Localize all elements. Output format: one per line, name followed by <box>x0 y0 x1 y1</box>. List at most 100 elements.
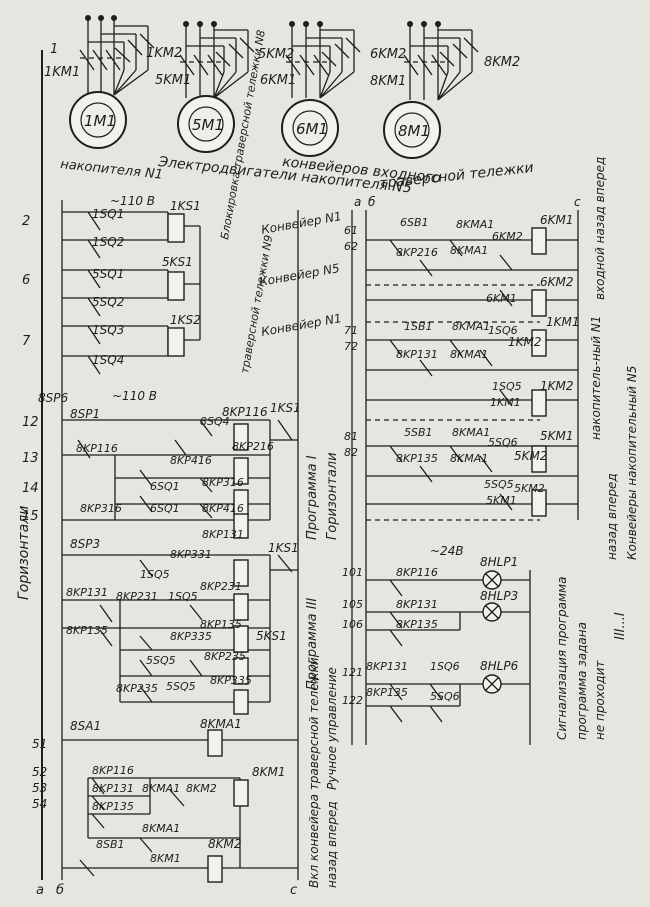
coil-label-8KMA1: 8KMA1 <box>200 717 242 731</box>
row-51: 51 <box>32 737 47 751</box>
label-blokirovka-2: траверсной тележки N9 <box>238 234 275 375</box>
program-3-label: Программа III <box>305 598 320 690</box>
row-13: 13 <box>22 451 39 466</box>
coil-label-5KS1: 5KS1 <box>162 255 193 269</box>
sw-8KMA1-b: 8KMA1 <box>142 822 180 835</box>
row-62: 62 <box>344 240 358 253</box>
coil-5KM2 <box>531 489 547 517</box>
contactor-5KM2: 5KM2 <box>258 47 294 62</box>
row-2: 2 <box>22 214 30 229</box>
motor-group-5: 5M1 5KM2 5KM1 <box>155 21 294 153</box>
contactor-8KM1: 8KM1 <box>370 74 406 89</box>
coil-1KM2 <box>531 389 547 417</box>
sw-1SQ5-b: 1SQ5 <box>168 590 198 603</box>
rbus-c: с <box>574 195 581 209</box>
coil-1KM1 <box>531 329 547 357</box>
rbus-a: а <box>354 195 361 209</box>
coil-6KM1 <box>531 227 547 255</box>
program-1-label: Программа I <box>305 455 320 540</box>
sw-5SQ2: 5SQ2 <box>92 295 124 309</box>
rsw-5KM2: 5KM2 <box>514 449 548 463</box>
row-52: 52 <box>32 765 47 779</box>
contactor-5KM1: 5KM1 <box>155 73 191 88</box>
row-81: 81 <box>344 430 358 443</box>
sw-8KP316-a: 8KP316 <box>202 476 244 489</box>
coil-8KP316 <box>233 457 249 485</box>
sw-8KP135-a: 8KP135 <box>66 624 108 637</box>
rcoil-6KM1: 6KM1 <box>540 213 574 227</box>
sw-1SQ4: 1SQ4 <box>92 353 124 367</box>
rbus-b: б <box>368 195 376 209</box>
sw-8SP1: 8SP1 <box>70 407 100 421</box>
rcoil-1KM1: 1KM1 <box>546 315 580 329</box>
rsw-6SB1: 6SB1 <box>400 216 429 229</box>
coil-8KM1 <box>233 779 249 807</box>
sw-1SQ3: 1SQ3 <box>92 323 124 337</box>
row-53: 53 <box>32 781 47 795</box>
coil-8KP235 <box>233 657 249 685</box>
row-101: 101 <box>342 566 363 579</box>
contactor-1KM1: 1KM1 <box>44 65 80 80</box>
bus-c-label: с <box>290 883 297 898</box>
motor-group-6: 6M1 6KM2 6KM1 <box>260 21 406 157</box>
ssw-1SQ6: 1SQ6 <box>430 660 460 673</box>
rsw-5SQ5: 5SQ5 <box>484 478 514 491</box>
row-7: 7 <box>22 334 31 349</box>
rcoil-6KM2: 6KM2 <box>540 275 574 289</box>
coil-5KS1 <box>167 271 185 301</box>
lamp-8HLP6 <box>482 674 502 694</box>
bottom-label: Вкл конвейера траверсной тележки <box>307 657 321 888</box>
contactor-6KM1: 6KM1 <box>260 73 296 88</box>
sw-8SQ4: 8SQ4 <box>200 415 230 428</box>
ssw-8KP135-b: 8KP135 <box>366 686 408 699</box>
conveyor-n1-b: Конвейер N1 <box>260 311 343 339</box>
rsw-5SB1: 5SB1 <box>404 426 433 439</box>
rsw-8KMA1-f: 8KMA1 <box>450 452 488 465</box>
lamp-8HLP3 <box>482 602 502 622</box>
sw-8KP331: 8KP331 <box>170 548 212 561</box>
bottom-dir: назад вперед <box>325 801 339 888</box>
voltage-label-1: ~110 В <box>110 194 155 208</box>
motor-label-6M1: 6M1 <box>296 120 328 138</box>
coil-8KP131-a <box>233 513 249 539</box>
caption-nakopitelya-1: накопителя N1 <box>60 157 164 183</box>
sw-8KP131-b: 8KP131 <box>66 586 108 599</box>
sw-8SB1: 8SB1 <box>96 838 125 851</box>
ssw-5SQ6: 5SQ6 <box>430 690 460 703</box>
rsw-6KM2: 6KM2 <box>492 230 523 243</box>
ssw-8KP131-b: 8KP131 <box>366 660 408 673</box>
rsw-1SB1: 1SB1 <box>404 320 433 333</box>
motor-group-8: 8M1 8KM1 8KM2 <box>370 21 520 159</box>
rsw-5SQ6: 5SQ6 <box>488 436 518 449</box>
rsw-8KMA1-b: 8KMA1 <box>450 244 488 257</box>
sw-6SQ1-a: 6SQ1 <box>150 480 180 493</box>
rsw-8KP131: 8KP131 <box>396 348 438 361</box>
coil-8KP135 <box>233 689 249 715</box>
sw-1SQ1: 1SQ1 <box>92 207 124 221</box>
sw-8KP235-a: 8KP235 <box>204 650 246 663</box>
sw-6SQ1-b: 6SQ1 <box>150 502 180 515</box>
coil-1KS2 <box>167 327 185 357</box>
row-15: 15 <box>22 509 39 524</box>
rsw-6KM1: 6KM1 <box>486 292 517 305</box>
sw-8KM2: 8KM2 <box>186 782 217 795</box>
contact-1KS1-b: 1KS1 <box>268 541 299 555</box>
voltage-24v: ~24В <box>430 544 464 558</box>
sw-8KP416-a: 8KP416 <box>170 454 212 467</box>
manual-label: Ручное управление <box>325 667 339 790</box>
sw-8KP116-a: 8KP116 <box>76 442 118 455</box>
rsw-8KMA1-e: 8KMA1 <box>452 426 490 439</box>
coil-label-8KP116: 8KP116 <box>222 405 268 419</box>
coil-8KP335 <box>233 625 249 653</box>
signal-label-1: Сигнализация программа <box>555 577 569 740</box>
sw-8KP231: 8KP231 <box>200 580 242 593</box>
contact-1KS1-a: 1KS1 <box>270 401 301 415</box>
sw-8SP6: 8SP6 <box>38 391 68 405</box>
coil-8KP231 <box>233 559 249 587</box>
group-konveiery: Конвейеры накопительный N5 <box>625 366 639 560</box>
rsw-5KM1: 5KM1 <box>486 494 517 507</box>
ssw-8KP116: 8KP116 <box>396 566 438 579</box>
sw-8KP131-a: 8KP131 <box>202 528 244 541</box>
rsw-8KP216: 8KP216 <box>396 246 438 259</box>
